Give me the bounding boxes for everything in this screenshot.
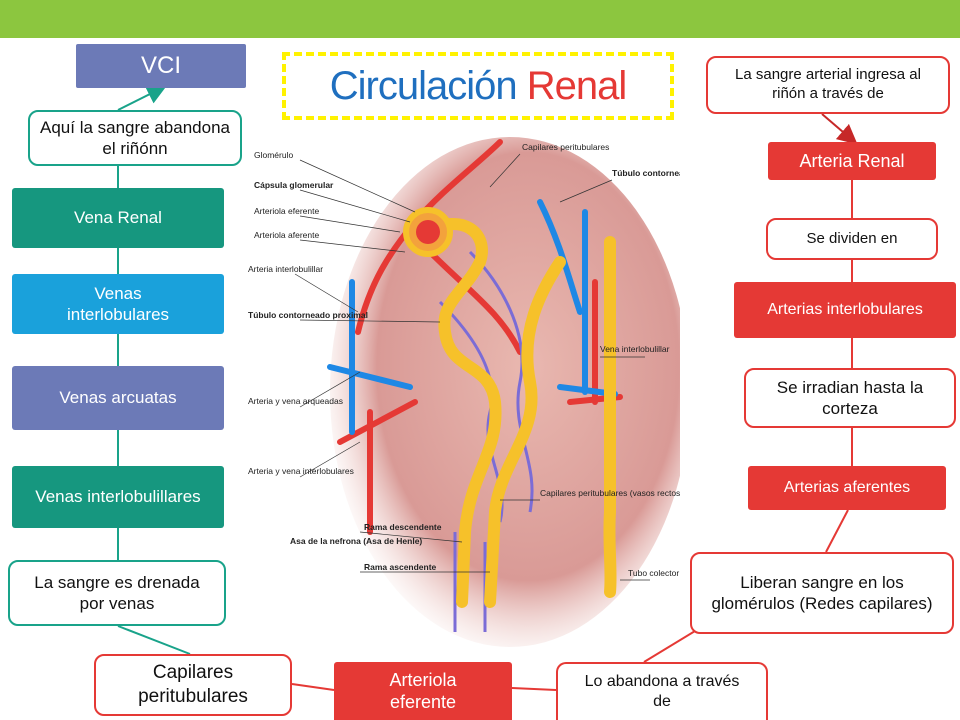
- label-rama-ascendente: Rama ascendente: [364, 562, 437, 572]
- label-tubulo-proximal: Túbulo contorneado proximal: [248, 310, 368, 320]
- diagram-labels: Glomérulo Cápsula glomerular Arteriola e…: [248, 142, 680, 578]
- arteriola-eferente-label: Arteriola eferente: [389, 669, 457, 713]
- venas-arcuatas-box: Venas arcuatas: [12, 366, 224, 430]
- title-frame: Circulación Renal: [282, 52, 674, 120]
- page-title: Circulación Renal: [330, 64, 627, 109]
- tubules: [422, 217, 617, 608]
- venas-arcuatas-label: Venas arcuatas: [59, 388, 177, 408]
- tissue-background: [330, 137, 680, 647]
- label-capsula: Cápsula glomerular: [254, 180, 334, 190]
- se-dividen-text: Se dividen en: [806, 229, 898, 247]
- liberan-text: Liberan sangre en los glomérulos (Redes …: [711, 572, 933, 613]
- exit-note-text: Aquí la sangre abandona el riñónn: [40, 117, 230, 158]
- label-arteria-vena-interlobulares: Arteria y vena interlobulares: [248, 466, 354, 476]
- vci-label: VCI: [140, 52, 181, 79]
- capilares-text: Capilares peritubulares: [138, 662, 248, 707]
- arrow-to-vci: [117, 85, 167, 111]
- label-glomerulo: Glomérulo: [254, 150, 293, 160]
- drenada-text: La sangre es drenada por venas: [34, 572, 200, 613]
- arteria-renal-label: Arteria Renal: [799, 150, 905, 171]
- venas-interlobulillares-box: Venas interlobulillares: [12, 466, 224, 528]
- vena-renal-label: Vena Renal: [74, 208, 162, 228]
- label-tubo-colector: Tubo colector: [628, 568, 679, 578]
- label-capilares-vasos: Capilares peritubulares (vasos rectos): [540, 488, 680, 498]
- ingresa-box: La sangre arterial ingresa al riñón a tr…: [706, 56, 950, 114]
- liberan-box: Liberan sangre en los glomérulos (Redes …: [690, 552, 954, 634]
- se-irradian-text: Se irradian hasta la corteza: [776, 377, 924, 418]
- title-part-2: Renal: [526, 63, 628, 108]
- vena-renal-box: Vena Renal: [12, 188, 224, 248]
- arteria-renal-box: Arteria Renal: [768, 142, 936, 180]
- label-capilares-top: Capilares peritubulares: [522, 142, 609, 152]
- top-bar: [0, 0, 960, 38]
- drenada-box: La sangre es drenada por venas: [8, 560, 226, 626]
- glomerulus-capillaries: [416, 220, 440, 244]
- arterias-interlobulares-label: Arterias interlobulares: [767, 301, 923, 318]
- arterias-aferentes-box: Arterias aferentes: [748, 466, 946, 510]
- nephron-diagram: Glomérulo Cápsula glomerular Arteriola e…: [248, 137, 680, 647]
- venas-interlobulares-box: Venas interlobulares: [12, 274, 224, 334]
- arteriola-eferente-box: Arteriola eferente: [334, 662, 512, 720]
- label-arteriola-eferente: Arteriola eferente: [254, 206, 319, 216]
- label-vena-interlobulillar: Vena interlobulillar: [600, 344, 670, 354]
- vci-box: VCI: [76, 44, 246, 88]
- arterias-aferentes-label: Arterias aferentes: [783, 479, 911, 496]
- arterias-interlobulares-box: Arterias interlobulares: [734, 282, 956, 338]
- se-irradian-box: Se irradian hasta la corteza: [744, 368, 956, 428]
- abandona-box: Lo abandona a través de: [556, 662, 768, 720]
- label-arteria-vena-arqueadas: Arteria y vena arqueadas: [248, 396, 343, 406]
- arrow-to-arteria-renal: [821, 113, 858, 145]
- label-arteria-interlobulillar: Arteria interlobulillar: [248, 264, 323, 274]
- venas-interlobulares-label: Venas interlobulares: [66, 283, 170, 324]
- label-asa-henle: Asa de la nefrona (Asa de Henle): [290, 536, 422, 546]
- title-part-1: Circulación: [329, 63, 518, 108]
- label-rama-descendente: Rama descendente: [364, 522, 442, 532]
- exit-note-box: Aquí la sangre abandona el riñónn: [28, 110, 242, 166]
- abandona-text: Lo abandona a través de: [584, 673, 740, 710]
- label-tubulo-distal: Túbulo contorneado distal: [612, 168, 680, 178]
- label-leaders: [294, 153, 650, 581]
- capilares-box: Capilares peritubulares: [94, 654, 292, 716]
- ingresa-text: La sangre arterial ingresa al riñón a tr…: [735, 66, 921, 102]
- venas-interlobulillares-label: Venas interlobulillares: [35, 487, 201, 507]
- se-dividen-box: Se dividen en: [766, 218, 938, 260]
- label-arteriola-aferente: Arteriola aferente: [254, 230, 319, 240]
